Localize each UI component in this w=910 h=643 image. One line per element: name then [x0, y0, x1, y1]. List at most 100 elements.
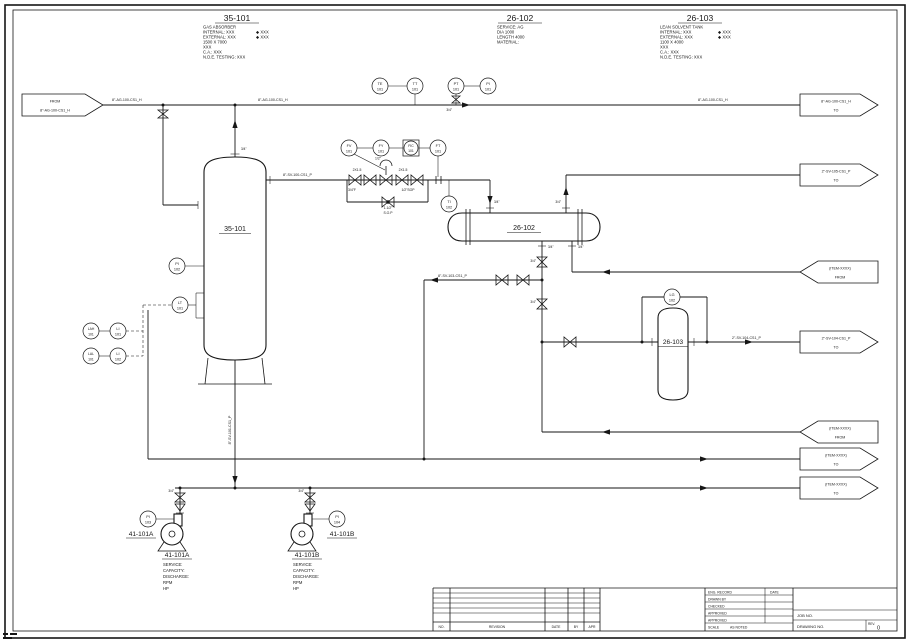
process-lines — [103, 103, 800, 514]
size-mark: 3/4" — [241, 147, 247, 151]
note-line: INTERNAL: XXX — [660, 30, 692, 35]
note-line: 1500 X 7000 — [203, 40, 227, 45]
instrument-lines — [99, 85, 480, 357]
instrument-pi102: PI 102 — [168, 257, 186, 275]
flag-text: TO — [834, 462, 839, 466]
pump-b-discharge-valves — [303, 492, 317, 514]
line-label: 8"-SV-101-CS1_P — [228, 415, 232, 444]
note-line: MATERIAL: — [497, 40, 519, 45]
note-tag: 26-103 — [687, 13, 714, 23]
flag-text: 2"-SV-105-CS1_P — [822, 170, 851, 174]
corner-stamp — [3, 633, 17, 639]
tag-number: 101 — [115, 333, 121, 337]
instrument-fv101: FV 101 — [340, 139, 358, 157]
flag-text: FROM — [835, 275, 846, 279]
instrument-fic101: FIC 101 — [402, 139, 420, 157]
tag-letters: FT — [436, 144, 441, 148]
tag-letters: LI — [116, 327, 119, 331]
note-line: 1100 X 4000 — [660, 40, 684, 45]
offpage-connector-left: FROM 8"-AG-100-CS1_H — [21, 93, 104, 117]
pump-41-101B: 41-101B 41-101B SERVICE: CAPACITY: DISCH… — [287, 513, 357, 591]
note-line: C.A.: XXX — [203, 50, 222, 55]
offpage-connector-right-2: (ITEM-XXXX) FROM — [799, 260, 879, 284]
note-line: EXTERNAL: XXX — [660, 35, 693, 40]
cv-size-note: 1/2" — [375, 157, 382, 161]
exchanger-tag: 26-102 — [513, 225, 535, 232]
offpage-connectors: FROM 8"-AG-100-CS1_H 8"-AG-100-CS1_H TO … — [21, 93, 879, 500]
drawn-by-label: DRAWN BY — [708, 597, 727, 601]
rev-number: 0 — [877, 626, 880, 632]
line-label: 8"-AG-100-CS1_H — [258, 98, 288, 102]
note-extra: ◆ XXX — [718, 30, 731, 35]
note-line: LENGTH 4000 — [497, 35, 525, 40]
instrument-pi104: PI 104 — [328, 510, 346, 528]
pump-a-spec: HP — [163, 586, 169, 591]
instrument-fy101: FY 101 — [372, 139, 390, 157]
note-line: SERVICE: AG — [497, 25, 523, 30]
rev-col-apr: APR — [589, 625, 597, 629]
size-mark: 3/4" — [530, 259, 536, 263]
tag-letters: LI — [116, 352, 119, 356]
tag-number: 101 — [377, 88, 383, 92]
flag-text: TO — [834, 108, 839, 112]
tag-letters: FY — [379, 144, 384, 148]
pump-b-spec: SERVICE: — [293, 562, 312, 567]
size-mark: 3/4" — [446, 108, 452, 112]
tag-number: 101 — [408, 149, 414, 153]
bypass-note: 1.1/2" — [384, 206, 394, 210]
drain-note: 1/2"SOP — [401, 188, 415, 192]
tag-letters: FV — [347, 144, 352, 148]
note-extra: ◆ XXX — [718, 35, 731, 40]
flag-text: TO — [834, 178, 839, 182]
note-line: GAS ABSORBER — [203, 25, 236, 30]
instrument-pi103: PI 103 — [139, 510, 157, 528]
offpage-connector-right-5: (ITEM-XXXX) TO — [799, 447, 879, 471]
title-block: NO. REVISION DATE BY APR ENG. RECORD DAT… — [432, 587, 897, 632]
tag-letters: FIC — [408, 144, 414, 148]
tag-number: 101 — [88, 358, 94, 362]
offpage-connector-right-1: 2"-SV-105-CS1_P TO — [799, 163, 879, 187]
eng-record-label: ENG. RECORD — [708, 590, 732, 594]
flag-text: FROM — [50, 100, 61, 104]
checked-label: CHECKED — [708, 604, 725, 608]
line-label: 8"-SV-103-CS1_P — [438, 274, 467, 278]
instrument-lt101: LT 101 — [171, 296, 189, 314]
note-line: LEAN SOLVENT TANK — [660, 25, 703, 30]
line-label: 8"-AG-100-CS1_H — [698, 98, 728, 102]
drawing-border — [4, 4, 906, 639]
instrument-lg102: LG 102 — [663, 288, 681, 306]
tag-number: 101 — [177, 307, 183, 311]
flag-text: FROM — [835, 435, 846, 439]
tag-number: 101 — [378, 150, 384, 154]
pump-a-tag: 41-101A — [165, 552, 190, 559]
instrument-pi101: PI 101 — [479, 77, 497, 95]
tag-letters: LAH — [88, 327, 95, 331]
tag-number: 101 — [485, 88, 491, 92]
column-tag: 35-101 — [224, 226, 246, 233]
pump-b-spec: RPM — [293, 580, 303, 585]
flag-text: 2"-SV-104-CS1_P — [822, 337, 851, 341]
offpage-connector-right-6: (ITEM-XXXX) TO — [799, 476, 879, 500]
pump-41-101A: 41-101A 41-101A SERVICE: CAPACITY: DISCH… — [126, 513, 192, 591]
note-line: XXX — [203, 45, 212, 50]
tag-letters: PI — [175, 262, 179, 266]
tag-number: 101 — [435, 150, 441, 154]
rev-col-revision: REVISION — [489, 625, 506, 629]
flag-text: (ITEM-XXXX) — [829, 267, 851, 271]
line-labels: 8"-AG-100-CS1_H 8"-AG-100-CS1_H 8"-AG-10… — [112, 98, 761, 444]
pump-a-spec: RPM — [163, 580, 173, 585]
drum-26-103: 26-103 — [657, 307, 689, 401]
column-35-101: 35-101 — [198, 156, 272, 385]
size-mark: 3/4" — [578, 245, 584, 249]
tag-letters: LAL — [88, 352, 94, 356]
pump-b-side-tag: 41-101B — [330, 531, 355, 538]
scale-value: AS NOTED — [730, 625, 748, 629]
reducer-note: 2X1.5 — [353, 168, 362, 172]
note-extra: ◆ XXX — [256, 35, 269, 40]
note-line: EXTERNAL: XXX — [203, 35, 236, 40]
pump-b-spec: DISCHARGE: — [293, 574, 319, 579]
tag-number: 102 — [174, 268, 180, 272]
instrument-li102: LI 102 — [109, 347, 127, 365]
tag-number: 104 — [334, 521, 340, 525]
